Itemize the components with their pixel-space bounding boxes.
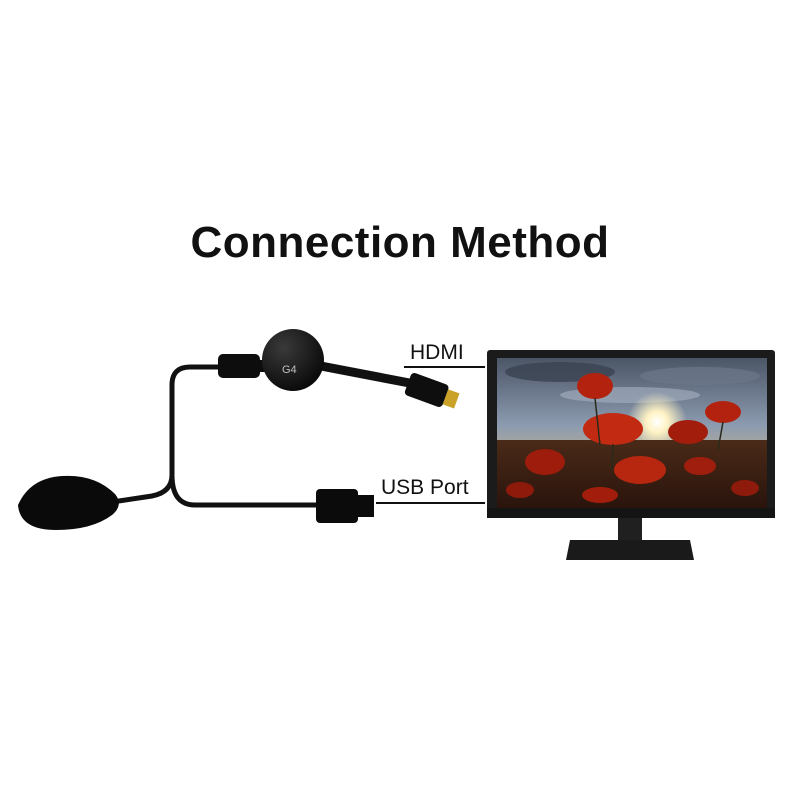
hdmi-plug (404, 373, 460, 409)
dongle-logo: G4 (282, 364, 297, 376)
usb-port-label: USB Port (381, 476, 469, 499)
wifi-receiver (18, 475, 119, 530)
monitor-base (566, 540, 694, 560)
y-cable-upper-branch (109, 364, 229, 505)
y-cable-lower-branch (169, 472, 325, 508)
monitor-stand (618, 518, 642, 540)
hdmi-label: HDMI (410, 341, 464, 364)
usb-plug (316, 489, 374, 523)
monitor (487, 350, 775, 560)
leader-lines (376, 366, 485, 504)
page-title: Connection Method (190, 218, 610, 267)
cables (109, 357, 425, 508)
micro-usb-plug (218, 354, 268, 378)
dongle: G4 (262, 329, 324, 391)
